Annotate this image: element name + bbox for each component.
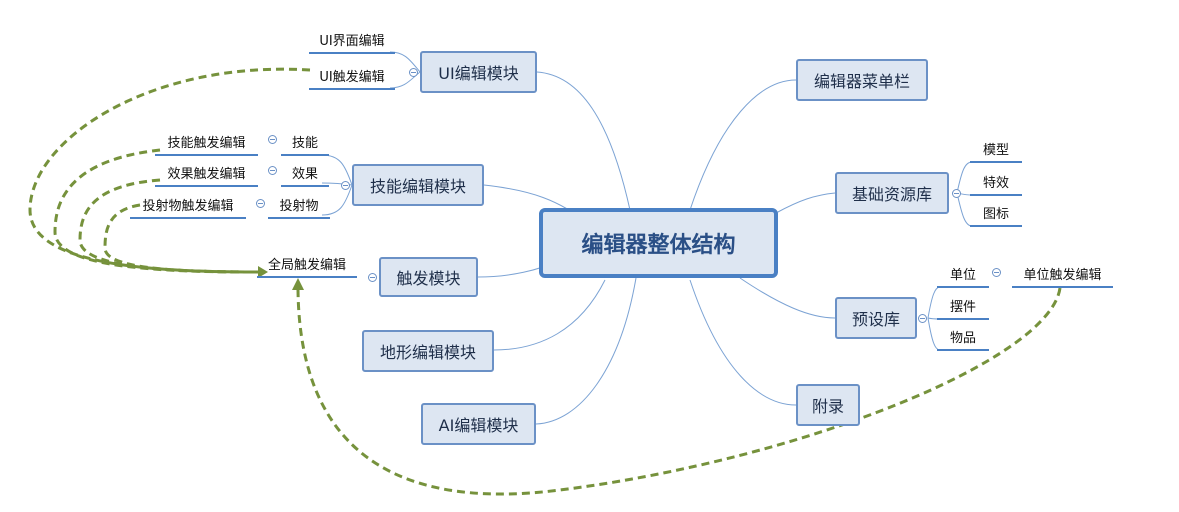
unit-leaf[interactable]: 单位 [937, 264, 989, 288]
branch-line-ui [536, 71, 631, 211]
relation-arrowhead-left [258, 266, 268, 278]
effect-trigger-edit-leaf[interactable]: 效果触发编辑 [155, 163, 258, 187]
relation-skill-trigger [53, 148, 259, 274]
branch-line-menu [689, 79, 797, 211]
projectile-trigger-edit-leaf[interactable]: 投射物触发编辑 [130, 195, 246, 219]
item-leaf[interactable]: 物品 [937, 327, 989, 351]
model-leaf[interactable]: 模型 [970, 139, 1022, 163]
resource-lib-collapse-toggle[interactable] [952, 189, 961, 198]
sub-line-skill-3 [321, 184, 353, 216]
unit-collapse-toggle[interactable] [992, 268, 1001, 277]
projectile-collapse-toggle[interactable] [256, 199, 265, 208]
trigger-module-collapse-toggle[interactable] [368, 273, 377, 282]
icon-leaf[interactable]: 图标 [970, 203, 1022, 227]
appendix-node[interactable]: 附录 [796, 384, 860, 426]
decoration-leaf[interactable]: 摆件 [937, 296, 989, 320]
skill-module-node[interactable]: 技能编辑模块 [352, 164, 484, 206]
branch-line-terrain [493, 279, 606, 351]
relation-unit-trigger [296, 287, 1062, 496]
ui-trigger-edit-leaf[interactable]: UI触发编辑 [309, 66, 395, 90]
ui-interface-edit-leaf[interactable]: UI界面编辑 [309, 32, 395, 54]
prefab-lib-node[interactable]: 预设库 [835, 297, 917, 339]
trigger-module-node[interactable]: 触发模块 [379, 257, 478, 297]
branch-line-appendix [689, 279, 797, 406]
skill-module-collapse-toggle[interactable] [341, 181, 350, 190]
sub-line-skill-2 [321, 182, 353, 186]
effect-leaf[interactable]: 效果 [281, 163, 329, 187]
relation-projectile-trigger [103, 203, 259, 274]
effect-fx-leaf[interactable]: 特效 [970, 172, 1022, 196]
ai-module-node[interactable]: AI编辑模块 [421, 403, 536, 445]
effect-collapse-toggle[interactable] [268, 166, 277, 175]
skill-leaf[interactable]: 技能 [281, 132, 329, 156]
skill-trigger-edit-leaf[interactable]: 技能触发编辑 [155, 132, 258, 156]
branch-line-resource [775, 192, 836, 214]
terrain-module-node[interactable]: 地形编辑模块 [362, 330, 494, 372]
relation-arrowhead-bottom [292, 278, 304, 290]
global-trigger-edit-leaf[interactable]: 全局触发编辑 [257, 254, 357, 278]
resource-lib-node[interactable]: 基础资源库 [835, 172, 949, 214]
projectile-leaf[interactable]: 投射物 [268, 195, 330, 219]
skill-collapse-toggle[interactable] [268, 135, 277, 144]
branch-line-prefab [739, 277, 836, 319]
unit-trigger-edit-leaf[interactable]: 单位触发编辑 [1012, 264, 1113, 288]
central-topic[interactable]: 编辑器整体结构 [539, 208, 778, 278]
ui-module-collapse-toggle[interactable] [409, 68, 418, 77]
ui-module-node[interactable]: UI编辑模块 [420, 51, 537, 93]
prefab-lib-collapse-toggle[interactable] [918, 314, 927, 323]
menu-bar-node[interactable]: 编辑器菜单栏 [796, 59, 928, 101]
branch-line-ai [535, 277, 637, 425]
